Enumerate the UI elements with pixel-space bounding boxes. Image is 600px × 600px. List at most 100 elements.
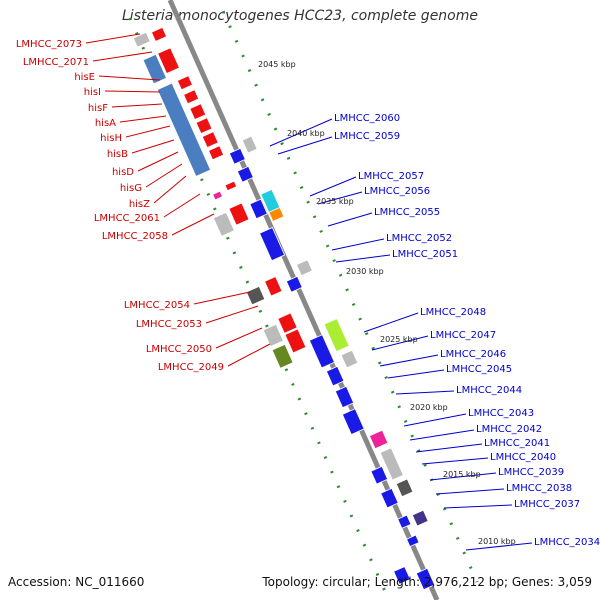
gene-label-right: LMHCC_2043 — [468, 408, 534, 419]
leader-right — [379, 354, 439, 367]
gene-label-right: LMHCC_2048 — [420, 307, 486, 318]
leader-right — [465, 542, 533, 551]
genome-backbone — [167, 0, 440, 600]
gene-labels: LMHCC_2073LMHCC_2071hisEhisIhisFhisAhisH… — [16, 39, 600, 548]
gene-feature — [380, 487, 399, 509]
gene-block — [157, 47, 180, 75]
gene-label-right: LMHCC_2059 — [334, 131, 400, 142]
gene-label-left: hisB — [107, 149, 128, 160]
genome-summary: Topology: circular; Length: 2,976,212 bp… — [262, 575, 592, 589]
gene-block — [189, 103, 207, 121]
gene-label-left: LMHCC_2053 — [136, 319, 202, 330]
leader-right — [443, 504, 513, 509]
gene-label-right: LMHCC_2040 — [490, 452, 556, 463]
gene-label-right: LMHCC_2052 — [386, 233, 452, 244]
gene-feature — [228, 147, 246, 165]
gene-block — [379, 447, 404, 481]
gene-block — [249, 198, 268, 220]
gene-block — [195, 117, 213, 135]
gene-feature — [340, 349, 359, 369]
gene-feature — [183, 89, 200, 105]
gene-feature — [142, 53, 167, 85]
leader-left — [119, 115, 167, 123]
gene-label-right: LMHCC_2038 — [506, 483, 572, 494]
kbp-tick-label: 2040 kbp — [287, 129, 325, 138]
accession-text: Accession: NC_011660 — [8, 575, 145, 589]
gene-feature — [195, 117, 213, 135]
gene-block — [395, 478, 414, 498]
gene-block — [323, 318, 350, 353]
gene-label-left: LMHCC_2073 — [16, 39, 82, 50]
gene-block — [212, 190, 223, 201]
gene-label-right: LMHCC_2047 — [430, 330, 496, 341]
gene-label-left: hisF — [88, 103, 108, 114]
gene-block — [380, 487, 399, 509]
leader-left — [145, 163, 183, 188]
gene-block — [406, 534, 420, 548]
gene-feature — [415, 567, 436, 591]
gene-block — [201, 131, 219, 149]
leader-left — [111, 103, 163, 108]
gene-feature — [411, 509, 429, 527]
gene-feature — [323, 318, 350, 353]
leader-right — [331, 238, 385, 251]
gene-block — [397, 514, 412, 529]
gene-block — [208, 145, 225, 161]
leader-left — [85, 33, 141, 44]
leader-left — [163, 193, 201, 218]
leader-right — [395, 390, 455, 395]
gene-feature — [277, 312, 298, 334]
gene-block — [334, 385, 355, 409]
gene-block — [341, 408, 365, 436]
leader-right — [387, 369, 445, 379]
gene-block — [212, 211, 235, 237]
gene-block — [156, 82, 212, 177]
gene-label-left: hisE — [74, 72, 95, 83]
gene-label-right: LMHCC_2046 — [440, 349, 506, 360]
gene-block — [259, 227, 286, 262]
gene-label-left: LMHCC_2054 — [124, 300, 190, 311]
gene-label-right: LMHCC_2037 — [514, 499, 580, 510]
gene-block — [228, 147, 246, 165]
map-title: Listeria monocytogenes HCC23, complete g… — [122, 8, 478, 24]
gene-block — [262, 323, 284, 348]
gene-block — [325, 365, 345, 387]
gene-feature — [370, 465, 389, 485]
gene-block — [411, 509, 429, 527]
gene-feature — [224, 180, 238, 192]
leader-right — [403, 413, 467, 427]
backbone-line — [167, 0, 440, 600]
gene-block — [176, 75, 193, 91]
gene-feature — [341, 408, 365, 436]
kbp-tick-label: 2010 kbp — [478, 537, 516, 546]
gene-block — [241, 135, 258, 154]
gene-feature — [156, 82, 212, 177]
leader-left — [104, 90, 161, 93]
gene-feature — [379, 447, 404, 481]
gene-block — [264, 276, 283, 297]
gene-feature — [249, 198, 268, 220]
gene-label-right: LMHCC_2045 — [446, 364, 512, 375]
gene-feature — [259, 227, 286, 262]
gene-feature — [150, 26, 168, 42]
gene-block — [150, 26, 168, 42]
gene-feature — [176, 75, 193, 91]
gene-feature — [395, 478, 414, 498]
gene-feature — [284, 328, 307, 354]
gene-label-left: LMHCC_2061 — [94, 213, 160, 224]
gene-feature — [285, 275, 303, 293]
gene-label-left: hisG — [120, 183, 142, 194]
gene-feature — [189, 103, 207, 121]
gene-feature — [393, 566, 411, 585]
gene-feature — [334, 385, 355, 409]
kbp-tick-label: 2030 kbp — [346, 267, 384, 276]
gene-block — [370, 465, 389, 485]
leader-right — [277, 136, 333, 155]
gene-feature — [271, 343, 294, 369]
leader-right — [409, 429, 475, 441]
gene-block — [268, 206, 285, 222]
leader-left — [171, 213, 215, 236]
gene-feature — [245, 285, 266, 306]
leader-left — [98, 75, 161, 81]
